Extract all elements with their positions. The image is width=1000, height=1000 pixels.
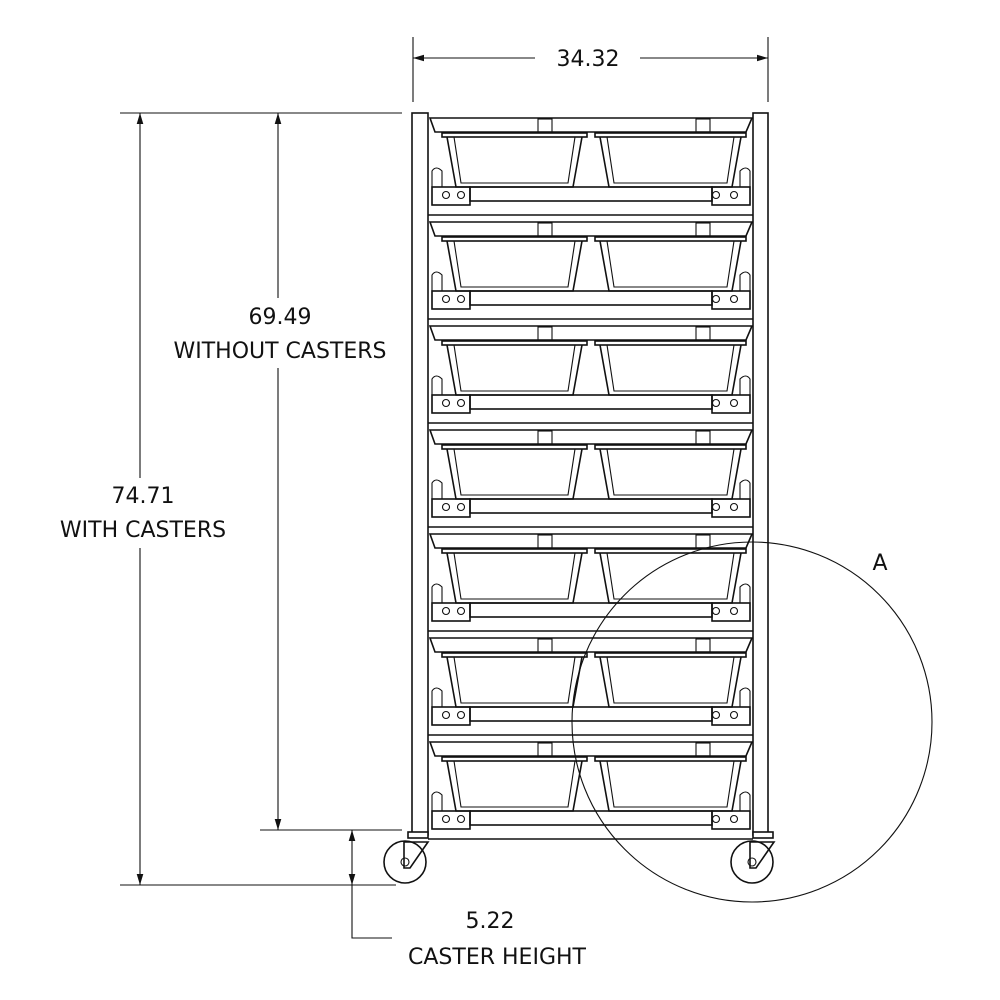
storage-bin	[441, 652, 588, 708]
bin-row	[428, 533, 754, 632]
detail-label: A	[872, 551, 887, 576]
bin-row	[428, 637, 754, 736]
bin-row	[428, 221, 754, 320]
storage-bin	[441, 444, 588, 500]
bin-row	[428, 741, 754, 840]
storage-bin	[594, 132, 747, 188]
height-with-casters-note: WITH CASTERS	[60, 518, 226, 543]
bin-row	[428, 429, 754, 528]
storage-bin	[441, 132, 588, 188]
caster-height-dimension: 5.22 CASTER HEIGHT	[348, 830, 587, 970]
storage-bin	[441, 236, 588, 292]
left-caster	[383, 831, 430, 884]
height-without-casters-dimension: 69.49 WITHOUT CASTERS	[173, 113, 402, 831]
height-with-casters-value: 74.71	[112, 484, 175, 509]
storage-bin	[441, 548, 588, 604]
storage-bin	[594, 548, 747, 604]
left-post	[411, 112, 429, 836]
storage-bin	[594, 340, 747, 396]
storage-bin	[441, 340, 588, 396]
width-value: 34.32	[557, 47, 620, 72]
right-caster	[730, 831, 776, 884]
storage-bin	[441, 756, 588, 812]
caster-height-note: CASTER HEIGHT	[408, 945, 587, 970]
bin-row	[428, 117, 754, 216]
height-without-casters-note: WITHOUT CASTERS	[173, 339, 386, 364]
storage-bin	[594, 756, 747, 812]
height-with-casters-dimension: 74.71 WITH CASTERS	[60, 112, 402, 886]
bin-row	[428, 325, 754, 424]
storage-bin	[594, 444, 747, 500]
storage-bin	[594, 236, 747, 292]
width-dimension: 34.32	[412, 37, 769, 102]
storage-bin	[594, 652, 747, 708]
caster-height-value: 5.22	[466, 909, 515, 934]
right-post	[752, 112, 769, 836]
detail-callout-a: A	[571, 541, 933, 903]
bin-rows	[428, 117, 754, 840]
height-without-casters-value: 69.49	[249, 305, 312, 330]
